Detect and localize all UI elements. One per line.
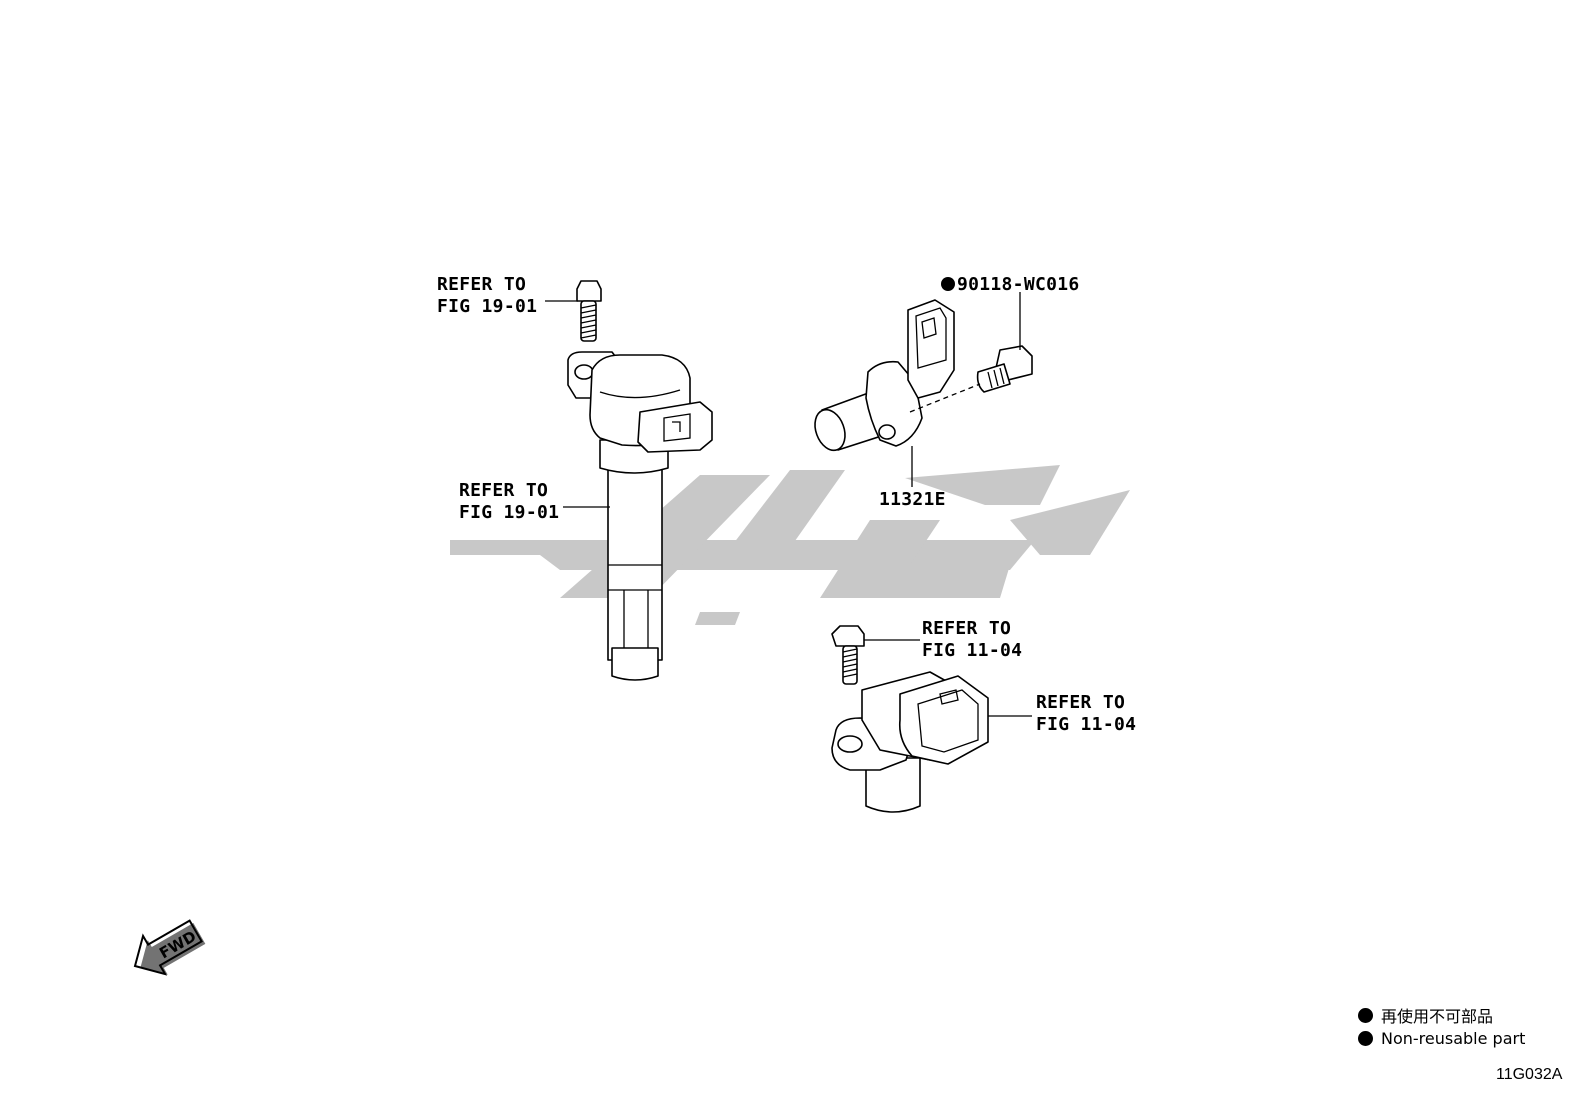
callout-cam-sensor-bolt: 90118-WC016 — [941, 274, 1080, 295]
part-number: 90118-WC016 — [957, 274, 1080, 295]
callout-line-1: REFER TO — [922, 618, 1011, 639]
cam-sensor-bolt — [909, 345, 1033, 413]
cam-position-sensor — [814, 299, 955, 452]
callout-cam-sensor-part: 11321E — [879, 489, 946, 510]
non-reusable-dot-icon — [1358, 1031, 1373, 1046]
non-reusable-dot-icon — [941, 277, 955, 291]
crank-position-sensor — [831, 625, 989, 813]
fwd-arrow-icon: FWD — [133, 919, 206, 976]
legend-non-reusable-jp: 再使用不可部品 — [1358, 1003, 1493, 1027]
watermark-logo — [450, 465, 1130, 625]
callout-crank-bolt-ref: REFER TO FIG 11-04 — [922, 618, 1022, 661]
legend-text-en: Non-reusable part — [1381, 1029, 1526, 1048]
callout-coil-bolt-ref: REFER TO FIG 19-01 — [437, 274, 537, 317]
callout-line-1: REFER TO — [459, 480, 548, 501]
non-reusable-dot-icon — [1358, 1007, 1373, 1023]
callout-crank-sensor-ref: REFER TO FIG 11-04 — [1036, 692, 1136, 735]
coil-bolt — [576, 280, 602, 342]
callout-line-2: FIG 11-04 — [922, 640, 1022, 661]
legend-non-reusable-en: Non-reusable part — [1358, 1029, 1525, 1048]
callout-line-1: REFER TO — [437, 274, 526, 295]
callout-line-2: FIG 19-01 — [437, 296, 537, 317]
callout-line-2: FIG 19-01 — [459, 502, 559, 523]
crank-sensor-bolt — [831, 625, 865, 685]
callout-line-2: FIG 11-04 — [1036, 714, 1136, 735]
callout-coil-ref: REFER TO FIG 19-01 — [459, 480, 559, 523]
figure-code: 11G032A — [1496, 1066, 1563, 1083]
ignition-coil — [567, 280, 713, 681]
legend-text-jp: 再使用不可部品 — [1381, 1007, 1494, 1026]
leader-lines — [545, 292, 1032, 717]
callout-line-1: REFER TO — [1036, 692, 1125, 713]
